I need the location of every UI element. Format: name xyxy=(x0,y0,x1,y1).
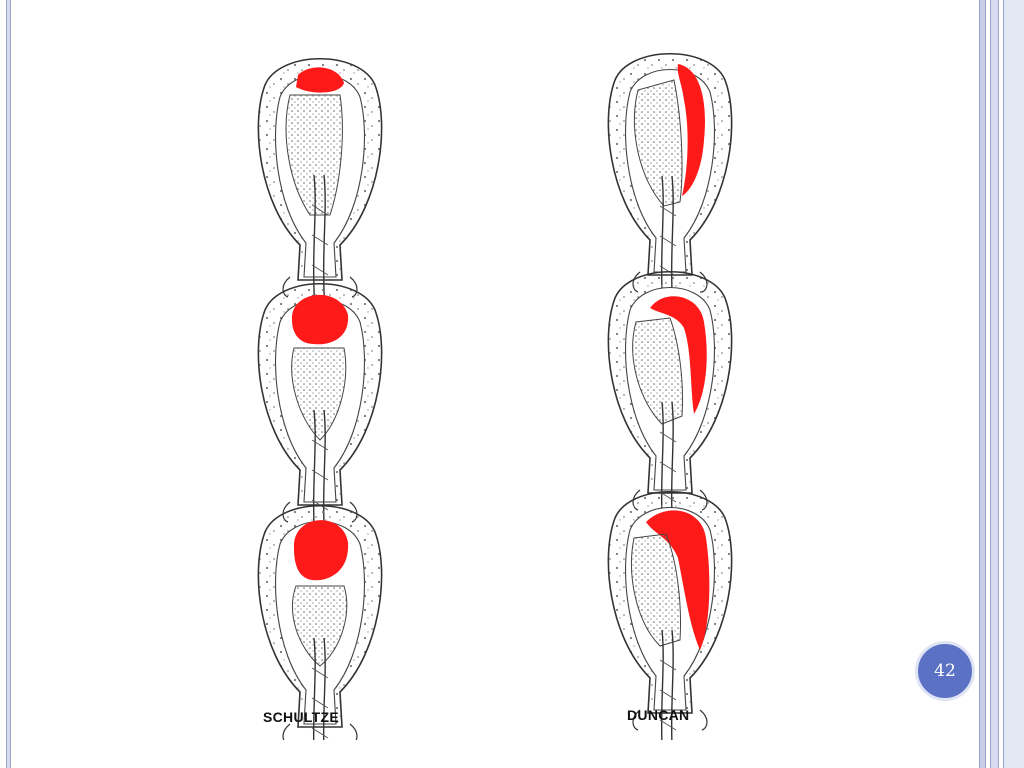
schultze-stage-3 xyxy=(257,504,383,740)
schultze-label: SCHULTZE xyxy=(263,709,340,725)
slide-frame-right xyxy=(1003,0,1024,768)
duncan-label: DUNCAN xyxy=(627,707,690,723)
page-number-badge: 42 xyxy=(915,641,975,701)
page-number: 42 xyxy=(934,661,956,681)
placenta-separation-diagram xyxy=(230,40,770,740)
duncan-stage-2 xyxy=(607,270,733,553)
slide-frame-right xyxy=(990,0,999,768)
duncan-stage-3 xyxy=(607,490,733,740)
slide-frame-right xyxy=(979,0,986,768)
duncan-stage-1 xyxy=(607,52,733,327)
schultze-stage-2 xyxy=(257,282,383,561)
slide-frame-left xyxy=(6,0,11,768)
diagram-drawing xyxy=(257,52,733,740)
schultze-stage-1 xyxy=(257,57,383,326)
